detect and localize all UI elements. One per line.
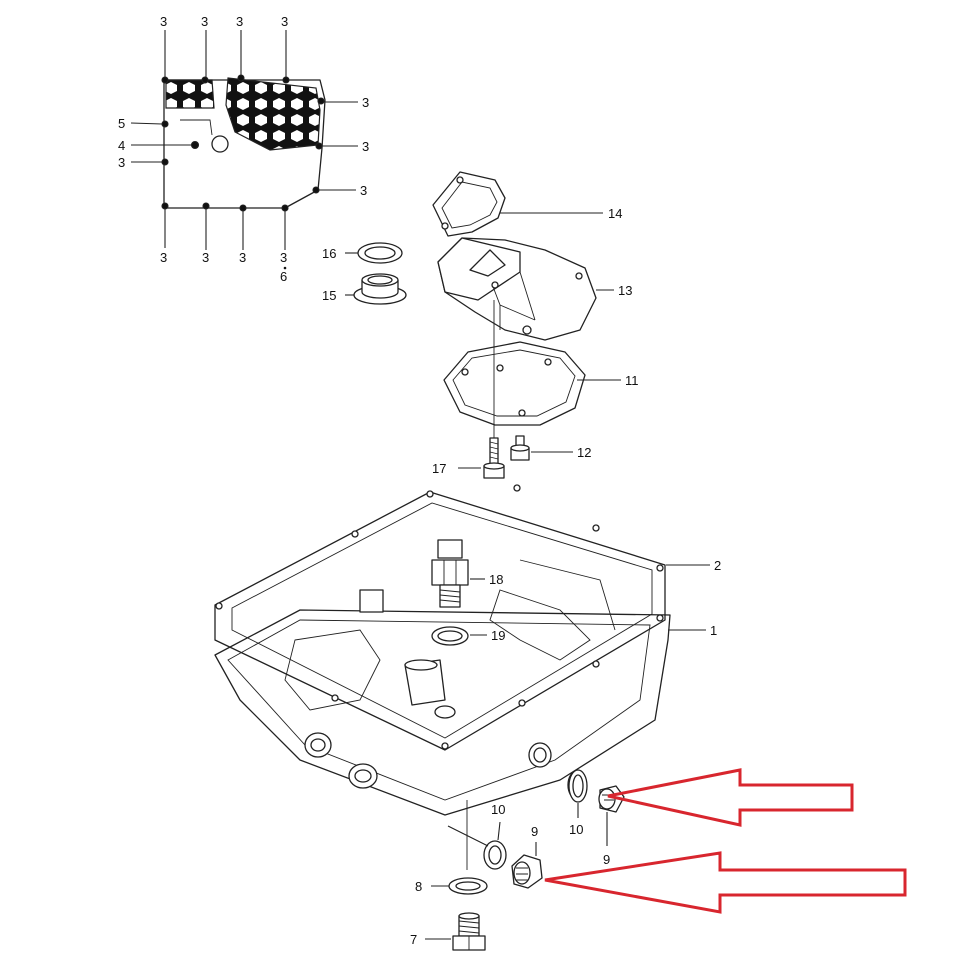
- red-arrow-drain-plug-right: [607, 768, 854, 827]
- red-arrow-drain-plug-lower: [544, 851, 907, 914]
- label-1: 1: [710, 623, 717, 638]
- label-10-lower: 10: [491, 802, 505, 817]
- label-13: 13: [618, 283, 632, 298]
- label-inset-bottom-2: 3: [202, 250, 209, 265]
- label-18: 18: [489, 572, 503, 587]
- label-inset-right-1: 3: [362, 95, 369, 110]
- part-15-collar: 15: [322, 273, 407, 305]
- label-9-lower: 9: [531, 824, 538, 839]
- label-17: 17: [432, 461, 446, 476]
- label-inset-left-5: 5: [118, 116, 125, 131]
- label-inset-left-4: 4: [118, 138, 125, 153]
- label-inset-left-3: 3: [118, 155, 125, 170]
- label-inset-right-3: 3: [360, 183, 367, 198]
- label-9-right: 9: [603, 852, 610, 867]
- strainer-mesh-right: [225, 77, 321, 151]
- part-10-washer-lower: 10: [447, 802, 507, 870]
- label-11: 11: [625, 373, 639, 388]
- label-inset-top-3: 3: [236, 14, 243, 29]
- label-7: 7: [410, 932, 417, 947]
- label-inset-top-1: 3: [160, 14, 167, 29]
- inset-oil-hole: [211, 135, 229, 153]
- part-17-bolt: 17: [432, 437, 505, 479]
- baffle-plate-inset: 3 3 3 3 3 3 3 5 4 3 3 3 3 3 6: [118, 14, 369, 284]
- part-9-drain-plug-lower: 9: [511, 824, 543, 889]
- part-14-cover-gasket: 14: [432, 171, 622, 237]
- label-15: 15: [322, 288, 336, 303]
- label-inset-bottom-3: 3: [239, 250, 246, 265]
- label-inset-right-2: 3: [362, 139, 369, 154]
- label-12: 12: [577, 445, 591, 460]
- strainer-mesh-left: [165, 79, 215, 109]
- part-12-bolt: 12: [510, 435, 591, 461]
- part-8-washer: 8: [415, 877, 488, 895]
- label-inset-bottom-1: 3: [160, 250, 167, 265]
- label-inset-top-4: 3: [281, 14, 288, 29]
- label-inset-bottom-4: 3: [280, 250, 287, 265]
- label-inset-top-2: 3: [201, 14, 208, 29]
- label-19: 19: [491, 628, 505, 643]
- part-1-oil-pan: 1: [214, 559, 717, 816]
- label-14: 14: [608, 206, 622, 221]
- part-2-oil-pan-gasket: 2: [214, 484, 721, 751]
- part-7-drain-bolt: 7: [410, 912, 486, 951]
- label-2: 2: [714, 558, 721, 573]
- label-inset-bottom-6: 6: [280, 269, 287, 284]
- part-11-gasket: 11: [443, 300, 639, 440]
- label-8: 8: [415, 879, 422, 894]
- label-16: 16: [322, 246, 336, 261]
- part-16-o-ring: 16: [322, 242, 403, 264]
- part-19-washer: 19: [431, 626, 505, 646]
- label-10-right: 10: [569, 822, 583, 837]
- part-10-washer-right: 10: [568, 769, 588, 837]
- part-18-oil-pressure-switch: 18: [431, 539, 503, 608]
- inset-bolt-4: [190, 140, 200, 150]
- part-13-strainer-cover: 13: [437, 237, 632, 341]
